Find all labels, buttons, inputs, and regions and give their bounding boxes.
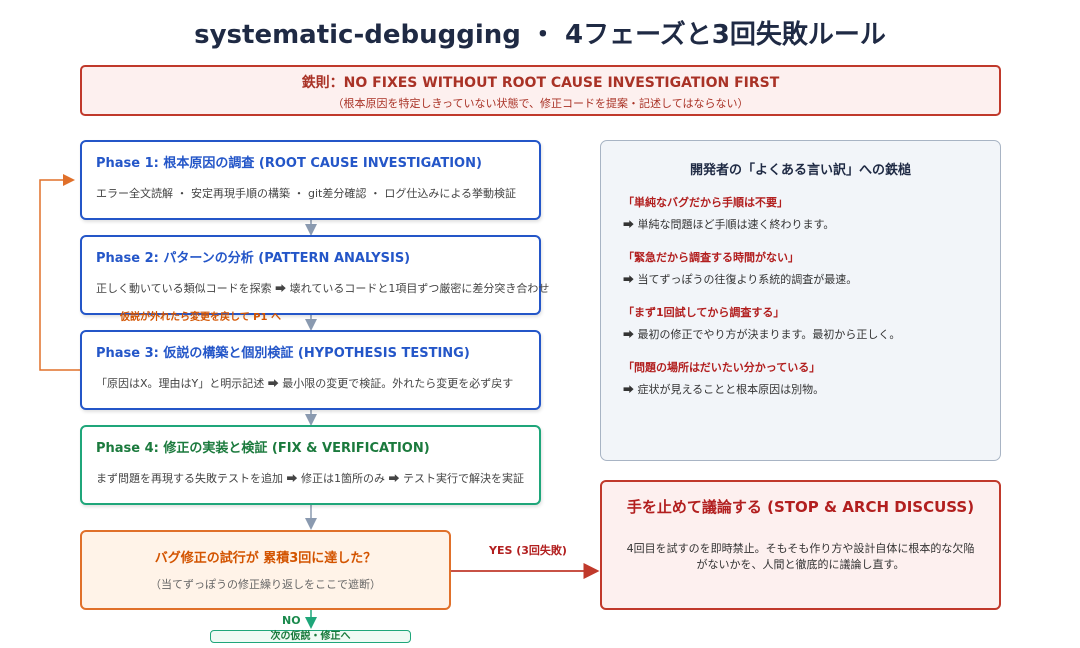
arrow-p3-back-to-p1 <box>39 174 80 371</box>
excuse-quote: 「まず1回試してから調査する」 <box>623 306 785 319</box>
no-label: NO <box>282 614 301 627</box>
excuse-answer: ⮕ 当てずっぽうの往復より系統的調査が最速。 <box>623 273 858 286</box>
stop-desc: 4回目を試すのを即時禁止。そもそも作り方や設計自体に根本的な欠陥がないかを、人間… <box>626 542 975 571</box>
phase-4-desc: まず問題を再現する失敗テストを追加 ⮕ 修正は1箇所のみ ⮕ テスト実行で解決を… <box>96 472 524 485</box>
iron-rule-box: 鉄則：NO FIXES WITHOUT ROOT CAUSE INVESTIGA… <box>80 65 1001 116</box>
stop-title: 手を止めて議論する (STOP & ARCH DISCUSS) <box>626 498 975 516</box>
phase-2-desc: 正しく動いている類似コードを探索 ⮕ 壊れているコードと1項目ずつ厳密に差分突き… <box>96 282 550 295</box>
back-to-p1-label: 仮説が外れたら変更を戻して P1 へ <box>120 312 281 323</box>
excuse-answer: ⮕ 最初の修正でやり方が決まります。最初から正しく。 <box>623 328 901 341</box>
excuse-quote: 「緊急だから調査する時間がない」 <box>623 251 799 264</box>
phase-2-box: Phase 2: パターンの分析 (PATTERN ANALYSIS) 正しく動… <box>80 235 550 315</box>
excuse-item: 「まず1回試してから調査する」 ⮕ 最初の修正でやり方が決まります。最初から正し… <box>623 304 978 342</box>
excuse-quote: 「単純なバグだから手順は不要」 <box>623 196 788 209</box>
iron-rule-heading: 鉄則：NO FIXES WITHOUT ROOT CAUSE INVESTIGA… <box>301 75 780 91</box>
phase-3-box: Phase 3: 仮説の構築と個別検証 (HYPOTHESIS TESTING)… <box>80 330 541 410</box>
phase-4-box: Phase 4: 修正の実装と検証 (FIX & VERIFICATION) ま… <box>80 425 541 505</box>
stop-discuss-box: 手を止めて議論する (STOP & ARCH DISCUSS) 4回目を試すのを… <box>600 480 1001 610</box>
page-title: systematic-debugging ・ 4フェーズと3回失敗ルール <box>194 20 886 50</box>
phase-1-title: Phase 1: 根本原因の調査 (ROOT CAUSE INVESTIGATI… <box>96 156 482 171</box>
phase-3-desc: 「原因はX。理由はY」と明示記述 ⮕ 最小限の変更で検証。外れたら変更を必ず戻す <box>96 377 514 390</box>
excuses-panel: 開発者の「よくある言い訳」への鉄槌 「単純なバグだから手順は不要」 ⮕ 単純な問… <box>600 140 1001 461</box>
phase-1-desc: エラー全文読解 ・ 安定再現手順の構築 ・ git差分確認 ・ ログ仕込みによる… <box>96 187 516 200</box>
decision-title: バグ修正の試行が 累積3回に達した？ <box>154 551 377 566</box>
decision-subtext: （当てずっぽうの修正繰り返しをここで遮断） <box>150 578 381 591</box>
excuse-answer: ⮕ 単純な問題ほど手順は速く終わります。 <box>623 218 835 231</box>
next-hypothesis-box: 次の仮説・修正へ <box>210 630 411 643</box>
excuses-heading: 開発者の「よくある言い訳」への鉄槌 <box>689 163 911 178</box>
phase-3-title: Phase 3: 仮説の構築と個別検証 (HYPOTHESIS TESTING) <box>96 346 470 361</box>
phase-2-title: Phase 2: パターンの分析 (PATTERN ANALYSIS) <box>96 251 411 266</box>
phase-4-title: Phase 4: 修正の実装と検証 (FIX & VERIFICATION) <box>96 441 430 456</box>
excuse-answer: ⮕ 症状が見えることと根本原因は別物。 <box>623 383 825 396</box>
excuse-item: 「単純なバグだから手順は不要」 ⮕ 単純な問題ほど手順は速く終わります。 <box>623 194 978 232</box>
iron-rule-subtext: （根本原因を特定しきっていない状態で、修正コードを提案・記述してはならない） <box>332 97 749 110</box>
excuse-quote: 「問題の場所はだいたい分かっている」 <box>623 361 821 374</box>
excuse-item: 「問題の場所はだいたい分かっている」 ⮕ 症状が見えることと根本原因は別物。 <box>623 359 978 397</box>
excuse-item: 「緊急だから調査する時間がない」 ⮕ 当てずっぽうの往復より系統的調査が最速。 <box>623 249 978 287</box>
phase-1-box: Phase 1: 根本原因の調査 (ROOT CAUSE INVESTIGATI… <box>80 140 541 220</box>
yes-label: YES (3回失敗) <box>489 544 567 557</box>
decision-box: バグ修正の試行が 累積3回に達した？ （当てずっぽうの修正繰り返しをここで遮断） <box>80 530 451 610</box>
